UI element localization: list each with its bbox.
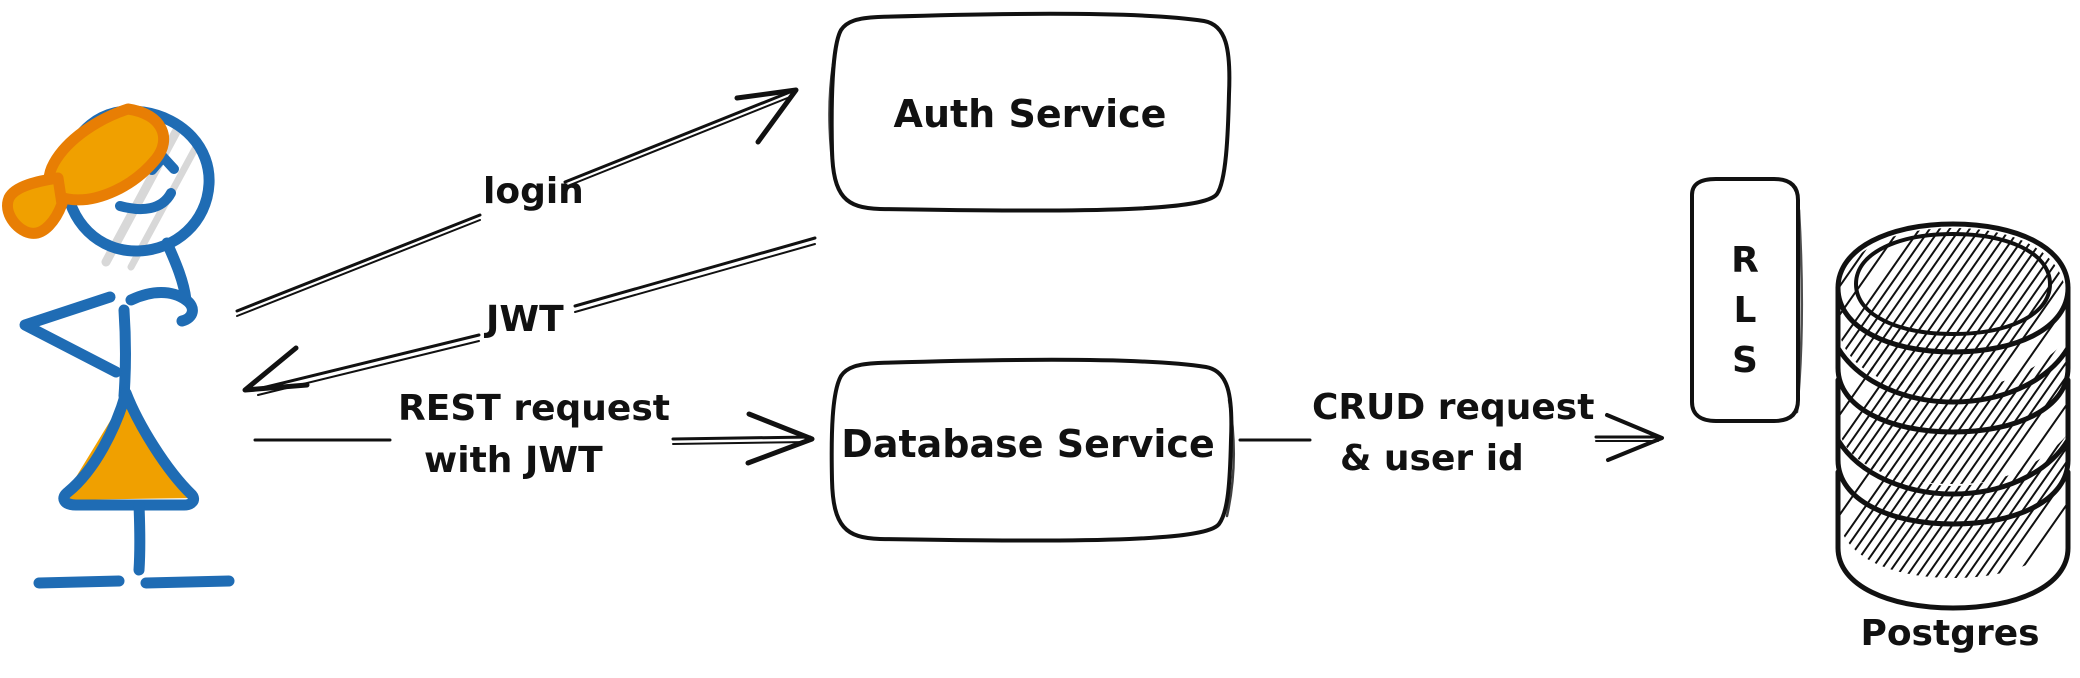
smile-icon (115, 188, 176, 215)
node-rls[interactable]: R L S (1690, 177, 1804, 423)
login-arrow-line-upper-b (564, 96, 791, 188)
jwt-arrowhead-icon (242, 345, 310, 393)
node-auth-service[interactable]: Auth Service (828, 11, 1232, 213)
postgres-label: Postgres (1860, 613, 2039, 654)
edge-jwt[interactable]: JWT (242, 236, 817, 396)
postgres-top-ellipse-inner (1854, 232, 2052, 336)
rls-letter-s: S (1732, 340, 1758, 381)
rls-letter-r: R (1731, 240, 1759, 281)
actor-head-group (2, 103, 215, 271)
jwt-arrow-line-right (573, 236, 817, 308)
node-database-service[interactable]: Database Service (829, 357, 1235, 543)
left-foot (33, 575, 125, 589)
postgres-drum-2-band (1835, 437, 2071, 497)
edge-rest-request[interactable]: REST request with JWT (253, 388, 815, 481)
crud-arrowhead-icon (1605, 413, 1664, 462)
jwt-arrow-line-left (256, 333, 481, 391)
login-arrow-line-lower-b (236, 219, 481, 317)
right-arm (125, 287, 198, 327)
database-service-box-sketch (1225, 398, 1235, 518)
left-arm (19, 291, 122, 378)
login-arrow-line-lower (235, 213, 482, 313)
auth-service-box-sketch (828, 62, 836, 178)
login-arrowhead-icon (734, 87, 799, 145)
database-service-box (829, 357, 1234, 543)
leg (133, 499, 146, 576)
headscarf-outline (43, 103, 170, 206)
node-postgres[interactable]: Postgres (1760, 200, 2080, 654)
postgres-drum-1-sides (1835, 285, 2071, 435)
postgres-drum-1-band (1835, 345, 2071, 405)
crud-label-line2: & user id (1340, 438, 1524, 479)
edge-crud-request[interactable]: CRUD request & user id (1238, 387, 1664, 479)
postgres-drum-2-sides (1835, 377, 2071, 527)
postgres-drum-3-sides (1835, 469, 2071, 611)
rest-label-line2: with JWT (424, 440, 603, 481)
torso (118, 304, 131, 402)
rest-arrowhead-icon (745, 411, 815, 466)
rest-arrow-line-right (671, 435, 812, 441)
crud-label-line1: CRUD request (1312, 387, 1594, 428)
edge-login[interactable]: login (235, 87, 799, 317)
login-label: login (483, 171, 584, 212)
headscarf-knot-outline (2, 172, 68, 239)
rls-letter-l: L (1734, 290, 1757, 331)
login-arrow-line-upper (563, 90, 792, 184)
rls-box-sketch (1795, 208, 1804, 414)
skirt-shape (62, 395, 194, 500)
auth-service-label: Auth Service (894, 92, 1167, 136)
database-service-label: Database Service (841, 422, 1214, 466)
jwt-label: JWT (483, 299, 564, 340)
auth-service-box (829, 11, 1232, 213)
rest-label-line1: REST request (398, 388, 670, 429)
actor-body-group (19, 237, 235, 589)
jwt-arrow-line-right-b (574, 243, 816, 313)
skirt-outline (58, 387, 200, 511)
rest-arrow-line-right-b (672, 441, 809, 445)
right-foot (140, 575, 235, 589)
